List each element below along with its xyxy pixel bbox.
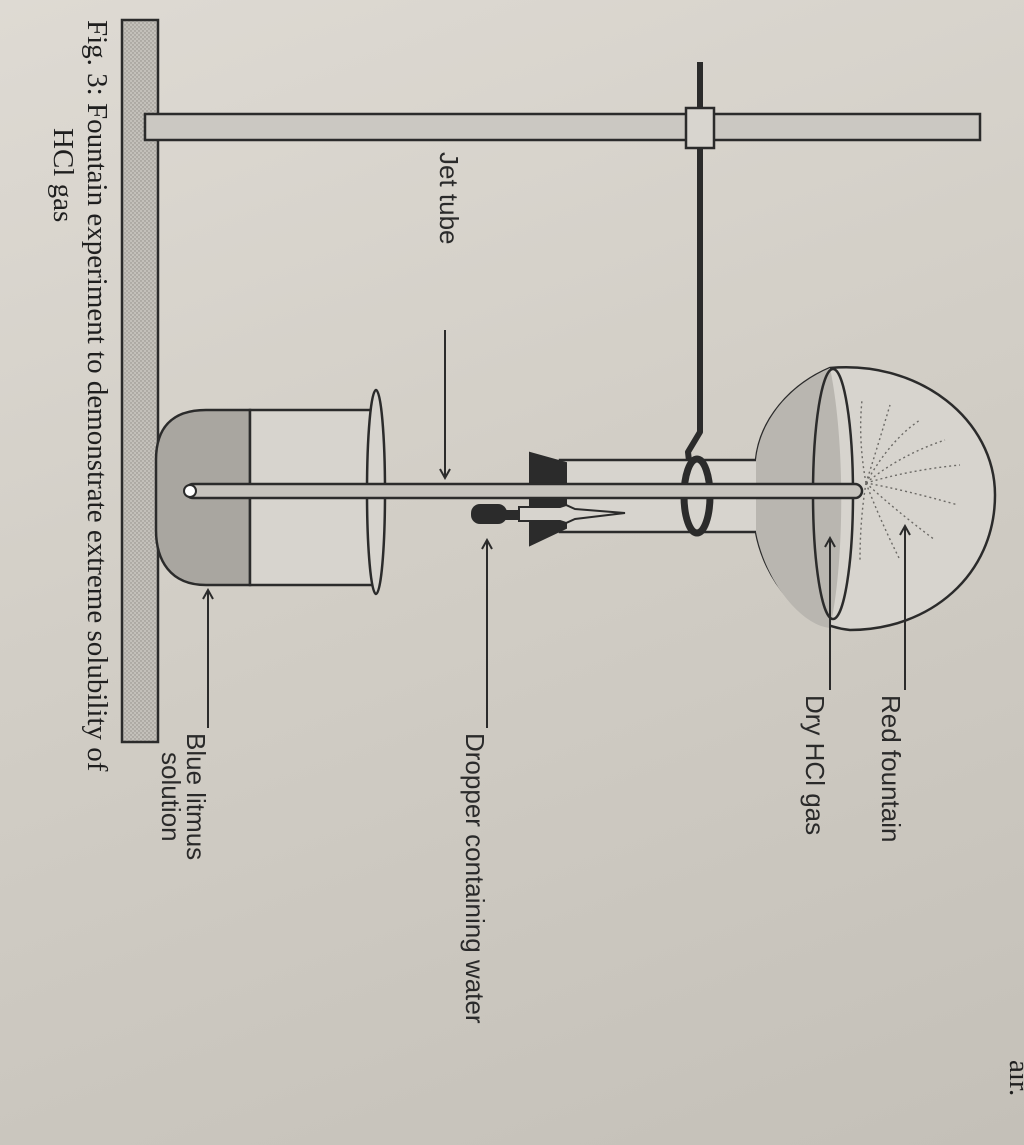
page-edge-text: air.: [1003, 1060, 1024, 1096]
label-jet-tube: Jet tube: [434, 152, 464, 245]
label-dropper: Dropper containing water: [460, 733, 490, 1024]
label-blue-litmus-line2: solution: [156, 752, 186, 842]
figure-caption-line1: Fig. 3: Fountain experiment to demonstra…: [81, 20, 113, 772]
fountain-spray: [859, 399, 961, 561]
label-red-fountain: Red fountain: [876, 695, 906, 842]
stand-rod: [143, 112, 982, 142]
dropper: [471, 503, 626, 525]
jet-tube: [183, 482, 864, 500]
figure-caption-line2: HCl gas: [47, 128, 79, 222]
label-blue-litmus-line1: Blue litmus: [181, 733, 211, 860]
clamp-boss: [684, 106, 716, 150]
clamp-arm: [685, 148, 703, 471]
label-dry-hcl-gas: Dry HCl gas: [800, 695, 830, 835]
